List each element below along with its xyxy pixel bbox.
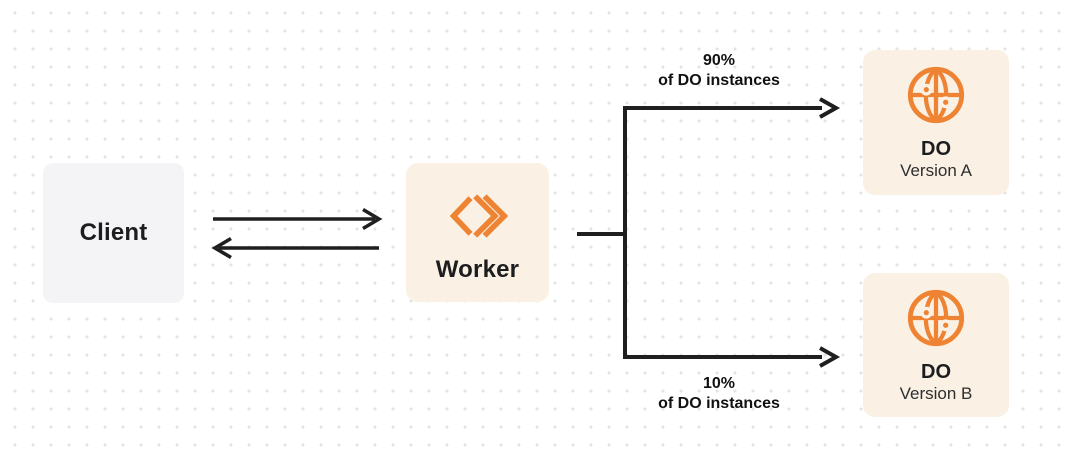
do-b-subtitle: Version B [899, 383, 973, 403]
workers-chevron-icon [449, 193, 508, 238]
do-version-a-node: DO Version A [863, 50, 1009, 195]
globe-icon [907, 66, 965, 124]
top-branch-label: 90% of DO instances [594, 51, 844, 91]
do-a-title: DO [921, 138, 951, 160]
do-a-subtitle: Version A [900, 161, 972, 180]
traffic-split-arrows [577, 97, 841, 368]
arrow-right [213, 207, 383, 231]
client-node: Client [43, 163, 184, 303]
bottom-branch-percentage: 10% [702, 375, 736, 392]
globe-icon [907, 289, 965, 346]
arrow-left [211, 236, 379, 260]
top-branch-percentage: 90% [702, 52, 736, 69]
bottom-branch-label: 10% of DO instances [594, 374, 844, 414]
client-worker-arrows [211, 207, 383, 260]
top-branch-description: of DO instances [658, 72, 780, 89]
worker-label: Worker [435, 255, 520, 283]
arrow-to-version-a [623, 97, 841, 119]
arrow-to-version-b [623, 346, 841, 368]
bottom-branch-description: of DO instances [658, 395, 780, 412]
do-b-title: DO [921, 360, 951, 383]
do-version-b-node: DO Version B [863, 273, 1009, 417]
client-label: Client [79, 219, 148, 246]
split-connector [577, 108, 627, 357]
worker-node: Worker [406, 163, 549, 302]
